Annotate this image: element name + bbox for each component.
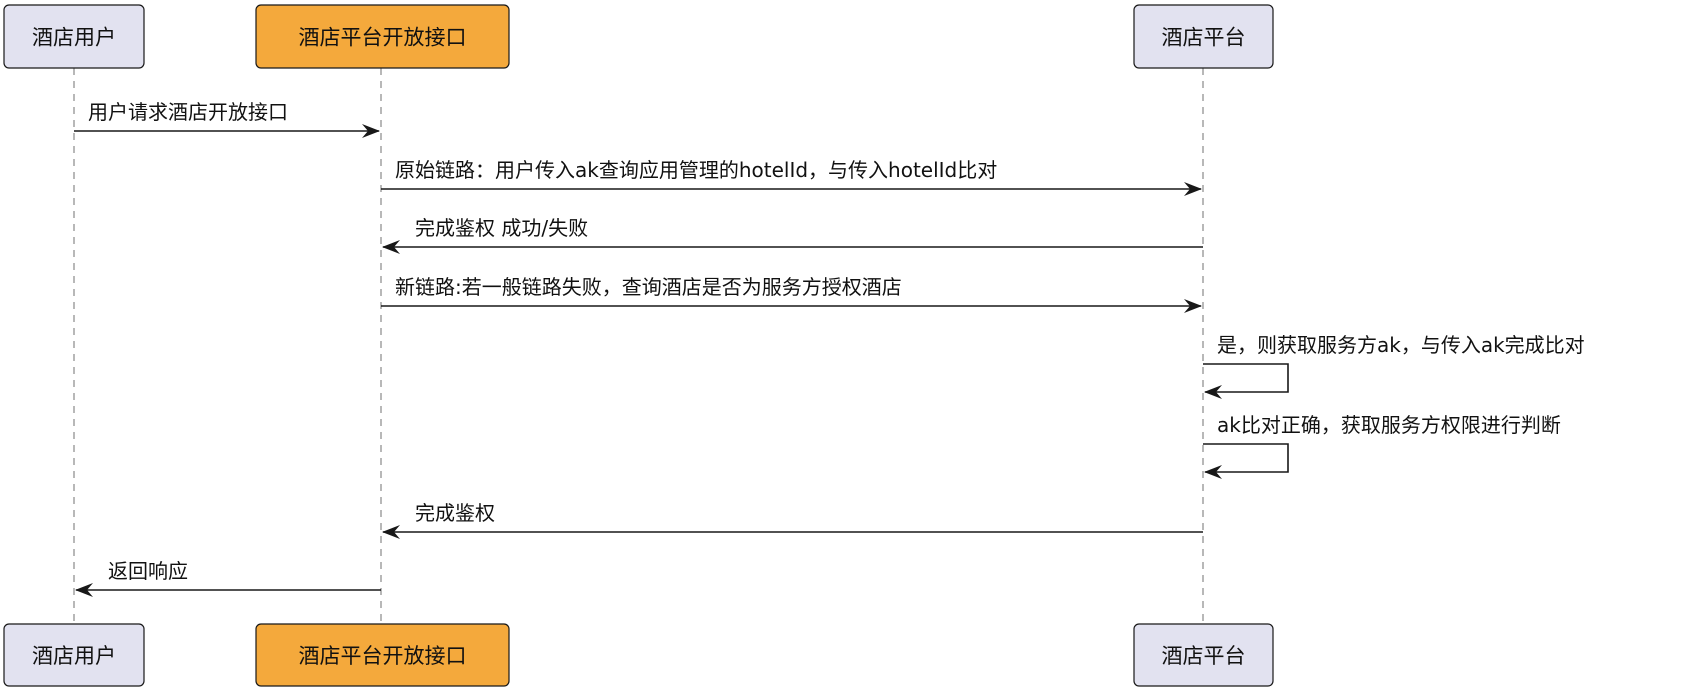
message-label: 新链路:若一般链路失败，查询酒店是否为服务方授权酒店 <box>395 275 902 299</box>
message-label: 完成鉴权 成功/失败 <box>415 216 588 240</box>
arrow-head <box>382 240 400 254</box>
participant-box <box>255 4 510 69</box>
arrow-head <box>1184 182 1202 196</box>
message-1: 用户请求酒店开放接口 <box>74 100 380 138</box>
message-2: 原始链路：用户传入ak查询应用管理的hotelId，与传入hotelId比对 <box>381 158 1202 196</box>
participant-label: 酒店平台开放接口 <box>299 644 467 668</box>
participant-label: 酒店用户 <box>32 644 116 668</box>
participant-platform-top: 酒店平台 <box>1133 4 1274 69</box>
participant-box <box>3 623 145 687</box>
participant-box <box>1133 623 1274 687</box>
message-3: 完成鉴权 成功/失败 <box>382 216 1203 254</box>
participant-box <box>255 623 510 687</box>
participant-platform-bottom: 酒店平台 <box>1133 623 1274 687</box>
message-7: 完成鉴权 <box>382 501 1203 539</box>
message-5: 是，则获取服务方ak，与传入ak完成比对 <box>1203 333 1585 399</box>
participant-user-bottom: 酒店用户 <box>3 623 145 687</box>
message-label: ak比对正确，获取服务方权限进行判断 <box>1217 413 1561 437</box>
participant-user-top: 酒店用户 <box>3 4 145 69</box>
arrow-head <box>362 124 380 138</box>
participant-api-bottom: 酒店平台开放接口 <box>255 623 510 687</box>
message-label: 完成鉴权 <box>415 501 495 525</box>
arrow-head <box>1184 299 1202 313</box>
message-4: 新链路:若一般链路失败，查询酒店是否为服务方授权酒店 <box>381 275 1202 313</box>
participant-label: 酒店用户 <box>32 26 116 50</box>
message-label: 原始链路：用户传入ak查询应用管理的hotelId，与传入hotelId比对 <box>395 158 997 182</box>
self-message-line <box>1203 363 1289 393</box>
message-label: 是，则获取服务方ak，与传入ak完成比对 <box>1217 333 1585 357</box>
arrow-head <box>382 525 400 539</box>
arrow-head <box>75 583 93 597</box>
self-message-line <box>1203 443 1289 473</box>
participant-label: 酒店平台 <box>1162 644 1246 668</box>
participant-label: 酒店平台 <box>1162 26 1246 50</box>
participant-api-top: 酒店平台开放接口 <box>255 4 510 69</box>
message-label: 用户请求酒店开放接口 <box>88 100 288 124</box>
message-label: 返回响应 <box>108 559 188 583</box>
participant-label: 酒店平台开放接口 <box>299 26 467 50</box>
message-6: ak比对正确，获取服务方权限进行判断 <box>1203 413 1561 479</box>
arrow-head <box>1204 465 1222 479</box>
message-8: 返回响应 <box>75 559 381 597</box>
participant-box <box>3 4 145 69</box>
arrow-head <box>1204 385 1222 399</box>
participant-box <box>1133 4 1274 69</box>
